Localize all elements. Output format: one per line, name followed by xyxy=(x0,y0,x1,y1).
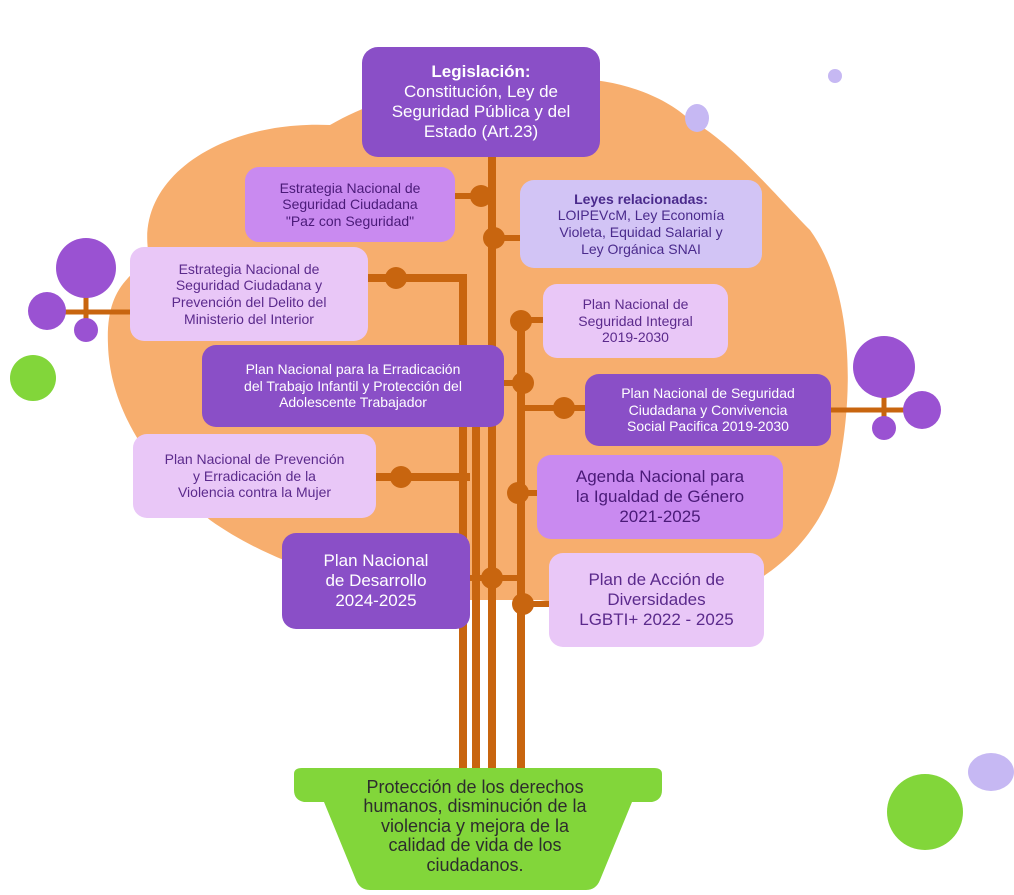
lavender-dot-small xyxy=(828,69,842,83)
plan-trabajo-infantil-line: Adolescente Trabajador xyxy=(279,394,427,411)
agenda-genero-line: Agenda Nacional para xyxy=(575,466,745,486)
plan-diversidades-box: Plan de Acción de Diversidades LGBTI+ 20… xyxy=(549,553,764,647)
lavender-dot-bottom-right xyxy=(968,753,1014,791)
junction-nodes xyxy=(385,185,575,615)
pot-line: ciudadanos. xyxy=(426,854,524,875)
green-dot-bottom-right xyxy=(887,774,963,850)
plan-desarrollo-line: de Desarrollo xyxy=(325,570,427,590)
plan-seguridad-integral-line: Plan Nacional de xyxy=(582,296,689,313)
estrategia-paz-line: Seguridad Ciudadana xyxy=(282,196,418,213)
green-dot-left xyxy=(10,355,56,401)
right-twig xyxy=(830,336,941,440)
left-twig xyxy=(28,238,130,342)
plan-violencia-mujer-line: Plan Nacional de Prevención xyxy=(164,451,345,468)
leyes-line: Violeta, Equidad Salarial y xyxy=(559,224,723,240)
plan-violencia-mujer-line: y Erradicación de la xyxy=(193,467,316,484)
pot-text: Protección de los derechos humanos, dism… xyxy=(320,777,630,875)
estrategia-ministerio-box: Estrategia Nacional de Seguridad Ciudada… xyxy=(130,247,368,341)
agenda-genero-line: 2021-2025 xyxy=(619,507,701,527)
plan-desarrollo-box: Plan Nacional de Desarrollo 2024-2025 xyxy=(282,533,470,629)
leyes-line: LOIPEVcM, Ley Economía xyxy=(557,207,725,224)
legislacion-line: Constitución, Ley de xyxy=(403,81,559,101)
estrategia-ministerio-line: Seguridad Ciudadana y xyxy=(175,277,323,294)
plan-trabajo-infantil-line: del Trabajo Infantil y Protección del xyxy=(244,377,462,394)
plan-desarrollo-line: 2024-2025 xyxy=(335,591,417,611)
pot xyxy=(294,768,662,890)
legislacion-box: Legislación: Constitución, Ley de Seguri… xyxy=(362,47,600,157)
plan-convivencia-line: Ciudadana y Convivencia xyxy=(628,401,788,418)
agenda-genero-line: la Igualdad de Género xyxy=(575,486,745,506)
estrategia-paz-line: "Paz con Seguridad" xyxy=(285,212,415,229)
plan-convivencia-box: Plan Nacional de Seguridad Ciudadana y C… xyxy=(585,374,831,446)
legislacion-line: Estado (Art.23) xyxy=(423,122,539,142)
agenda-genero-box: Agenda Nacional para la Igualdad de Géne… xyxy=(537,455,783,539)
plan-diversidades-line: Plan de Acción de xyxy=(588,569,725,589)
leyes-relacionadas-box: Leyes relacionadas: LOIPEVcM, Ley Econom… xyxy=(520,180,762,268)
estrategia-paz-line: Estrategia Nacional de xyxy=(279,179,421,196)
plan-seguridad-integral-box: Plan Nacional de Seguridad Integral 2019… xyxy=(543,284,728,358)
pot-line: Protección de los derechos xyxy=(366,777,584,797)
plan-diversidades-line: LGBTI+ 2022 - 2025 xyxy=(579,610,734,630)
plan-violencia-mujer-line: Violencia contra la Mujer xyxy=(177,484,332,501)
legislacion-line: Seguridad Pública y del xyxy=(391,102,571,121)
plan-trabajo-infantil-box: Plan Nacional para la Erradicación del T… xyxy=(202,345,504,427)
leyes-title: Leyes relacionadas: xyxy=(574,190,708,207)
plan-seguridad-integral-line: 2019-2030 xyxy=(602,329,669,346)
plan-trabajo-infantil-line: Plan Nacional para la Erradicación xyxy=(245,361,461,378)
plan-convivencia-line: Social Pacifica 2019-2030 xyxy=(627,418,789,435)
plan-diversidades-line: Diversidades xyxy=(607,589,706,609)
lavender-dot-top xyxy=(685,104,709,132)
plan-violencia-mujer-box: Plan Nacional de Prevención y Erradicaci… xyxy=(133,434,376,518)
leyes-line: Ley Orgánica SNAI xyxy=(581,240,701,257)
plan-convivencia-line: Plan Nacional de Seguridad xyxy=(621,385,795,402)
plan-seguridad-integral-line: Seguridad Integral xyxy=(578,312,693,329)
legislacion-title: Legislación: xyxy=(431,61,531,81)
estrategia-ministerio-line: Estrategia Nacional de xyxy=(178,260,320,277)
estrategia-ministerio-line: Prevención del Delito del xyxy=(171,294,327,310)
pot-line: calidad de vida de los xyxy=(388,835,562,856)
estrategia-paz-box: Estrategia Nacional de Seguridad Ciudada… xyxy=(245,167,455,242)
estrategia-ministerio-line: Ministerio del Interior xyxy=(184,310,314,327)
plan-desarrollo-line: Plan Nacional xyxy=(323,550,429,570)
pot-line: violencia y mejora de la xyxy=(380,815,570,836)
pot-line: humanos, disminución de la xyxy=(363,796,587,817)
